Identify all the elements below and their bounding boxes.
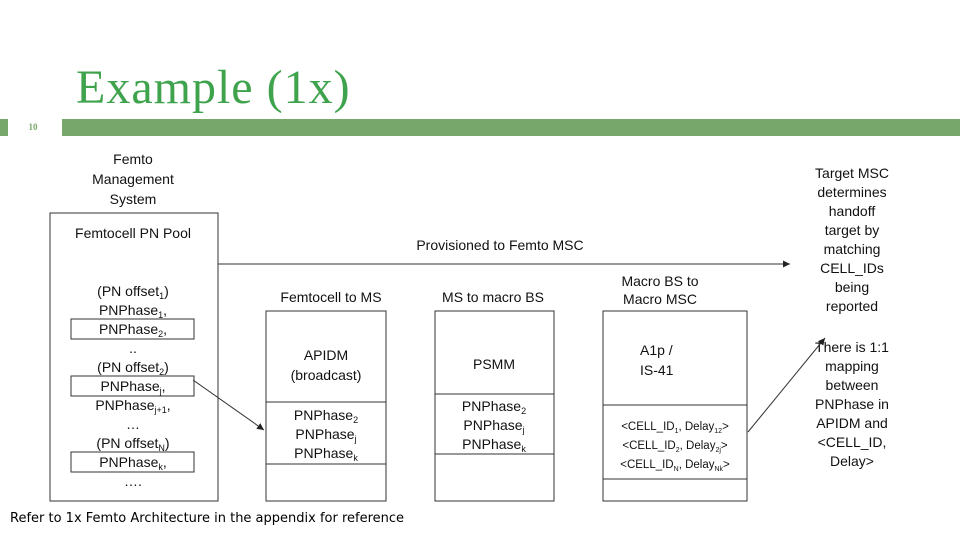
stage3-heading-line: Macro BS to <box>621 273 698 289</box>
pnphase-item: PNPhase2 <box>462 398 526 416</box>
fms-heading-line: System <box>110 191 157 207</box>
pnphase-item: PNPhasej <box>463 417 524 435</box>
pn-pool-item-highlight <box>70 375 195 397</box>
pn-pool-item: PNPhasej, <box>100 378 165 396</box>
stage2-phase-box <box>434 393 555 455</box>
mapping-note-line: There is 1:1 <box>815 339 889 355</box>
pn-pool-item: PNPhasej+1, <box>95 397 170 415</box>
stage3-body-line: IS-41 <box>640 362 674 378</box>
target-msc-line: matching <box>824 241 881 257</box>
target-msc-line: reported <box>826 298 878 314</box>
fms-heading-line: Femto <box>113 151 153 167</box>
pn-pool-item: PNPhase2, <box>99 321 167 339</box>
stage2-body-line: PSMM <box>473 356 515 372</box>
pn-pool-item: (PN offset2) <box>97 359 169 377</box>
mapping-note-line: APIDM and <box>816 415 888 431</box>
stage1-body-line: (broadcast) <box>291 367 362 383</box>
stage1-heading: Femtocell to MS <box>280 289 381 305</box>
target-msc-line: Target MSC <box>815 165 889 181</box>
pn-pool-item: (PN offsetN) <box>96 435 169 453</box>
fms-heading-line: Management <box>92 171 174 187</box>
provisioned-label: Provisioned to Femto MSC <box>416 237 583 253</box>
stage1-phase-box <box>265 401 387 465</box>
pn-pool-item-highlight <box>70 451 195 473</box>
cell-id-delay-item: <CELL_IDN, DelayNk> <box>620 459 730 473</box>
mapping-note-line: Delay> <box>830 453 874 469</box>
pn-pool-list: (PN offset1)PNPhase1,PNPhase2,.. (PN offs… <box>70 283 195 489</box>
pn-pool-item: …. <box>124 473 142 489</box>
stage1-body-line: APIDM <box>304 347 348 363</box>
stage2-heading: MS to macro BS <box>442 289 544 305</box>
target-msc-line: CELL_IDs <box>820 260 884 276</box>
mapping-note-line: between <box>826 377 879 393</box>
stage3-heading-line: Macro MSC <box>623 291 697 307</box>
pn-pool-item: PNPhase1, <box>99 302 167 320</box>
mapping-note-line: <CELL_ID, <box>818 434 887 450</box>
stage3-cell-box <box>602 404 748 480</box>
cell-id-delay-item: <CELL_ID2, Delay2j> <box>622 440 728 454</box>
stage1-box <box>265 310 387 502</box>
cellid-to-target-arrow <box>747 337 826 433</box>
pnphase-item: PNPhasek <box>462 436 526 454</box>
footer-reference-note: Refer to 1x Femto Architecture in the ap… <box>10 511 405 526</box>
mapping-note-line: mapping <box>825 358 879 374</box>
pnphase-j-to-apidm-arrow <box>192 379 265 431</box>
slide-title: Example (1x) <box>76 61 351 114</box>
stage3-cell-list: <CELL_ID1, Delay12> <CELL_ID2, Delay2j> <C… <box>620 421 730 473</box>
slide-page-number: 10 <box>28 122 38 132</box>
stage3-body-line: A1p / <box>640 342 673 358</box>
pn-pool-item: .. <box>129 340 137 356</box>
pnphase-item: PNPhasej <box>295 426 356 444</box>
target-msc-note: Target MSC determines handoff target by matc… <box>815 165 889 314</box>
pn-pool-title: Femtocell PN Pool <box>75 225 191 241</box>
target-msc-line: handoff <box>829 203 876 219</box>
mapping-note-line: PNPhase in <box>815 396 889 412</box>
target-msc-line: target by <box>825 222 879 238</box>
cell-id-delay-item: <CELL_ID1, Delay12> <box>621 421 729 435</box>
header-accent-bar-left <box>0 119 8 136</box>
pn-pool-item: PNPhasek, <box>99 454 167 472</box>
target-msc-line: determines <box>817 184 886 200</box>
pnphase-item: PNPhasek <box>294 445 358 463</box>
fms-heading: Femto Management System <box>92 151 174 207</box>
pnphase-item: PNPhase2 <box>294 407 358 425</box>
pn-pool-item: (PN offset1) <box>97 283 169 301</box>
target-msc-line: being <box>835 279 869 295</box>
pn-pool-item: … <box>126 416 140 432</box>
pn-pool-item-highlight <box>70 318 195 340</box>
femtocell-pn-pool-box <box>49 212 219 502</box>
header-accent-bar <box>62 119 960 136</box>
